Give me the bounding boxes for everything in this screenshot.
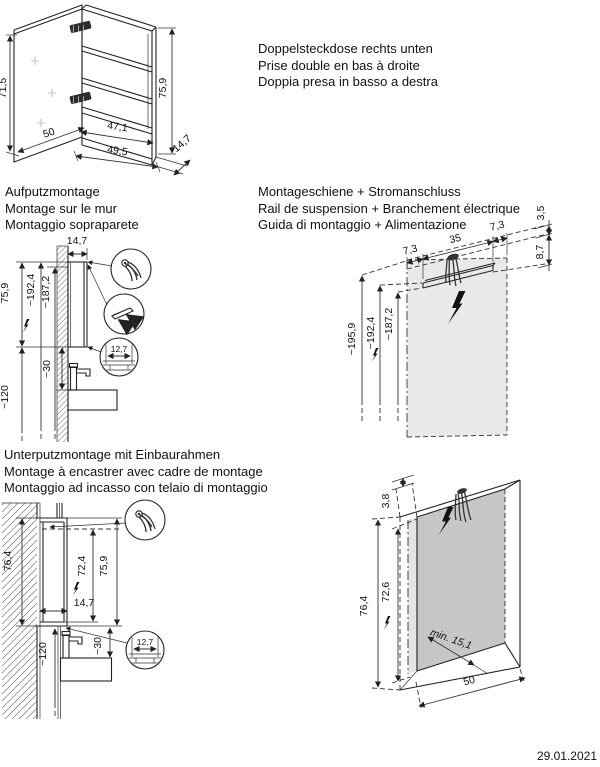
dim-bracket-width: 12,7 [111,344,128,354]
wall-section [56,245,69,442]
faucet-icon [68,362,91,391]
dim-gap-top: 3,5 [535,206,547,221]
dim-bracket-width: 12,7 [137,637,154,647]
title-flush-mount: Unterputzmontage mit Einbaurahmen Montag… [4,447,268,497]
dim-frame-depth: 3,8 [380,494,392,509]
title-rail-mount: Montageschiene + Stromanschluss Rail de … [258,184,520,234]
power-cable-icon [454,488,472,523]
dim-socket-height: ~192,4 [25,274,37,307]
title-line-de: Montageschiene + Stromanschluss [258,184,461,199]
dim-width: 50 [462,674,477,689]
detail-circle-bracket: 12,7 [125,630,165,670]
detail-circle-cable [110,248,152,290]
dim-bottom-height: ~120 [0,385,11,409]
mounting-rail-icon [111,307,145,336]
bracket-detail-icon: 12,7 [129,637,161,664]
height-dimensions: ~195,9 ~192,4 ~187,2 [346,260,423,423]
revision-date: 29.01.2021 [536,749,597,763]
dim-body-height: 75,9 [157,78,169,99]
projection-lines [406,225,546,273]
detail-callouts: 12,7 [49,499,166,670]
dim-wall-top-height: ~195,9 [346,323,358,356]
drawing-niche-isometric: 3,8 76,4 72,6 min. 15,1 50 [358,474,526,709]
depth-dimension: 14,7 [67,235,88,260]
dim-basin-gap: ~30 [41,360,53,378]
lightning-bolt-icon [448,291,466,324]
dim-inner-width: 47,1 [106,120,128,135]
washbasin [59,630,113,682]
cable-conduit [56,503,63,518]
cable-icon [121,259,142,282]
hinge-icon [69,20,92,104]
dim-body-width: 49,5 [106,144,128,159]
note-line-de: Doppelsteckdose rechts unten [258,41,433,56]
detail-circle-rail [103,293,145,336]
dim-depth: 14,7 [67,235,88,247]
dim-door-width: 50 [41,125,56,140]
dim-bottom-height: ~120 [37,642,49,666]
washbasin [67,362,118,411]
title-surface-mount: Aufputzmontage Montage sur le mur Montag… [5,184,139,234]
drawing-cabinet-isometric: 71,5 75,9 50 47,1 49,5 14,7 [0,4,194,176]
height-dimensions: 76,4 72,4 75,9 14,7 ~120 ~30 [2,517,122,719]
title-line-it: Montaggio ad incasso con telaio di monta… [4,480,268,495]
mirror-sparkle-icon [31,57,56,127]
title-line-it: Guida di montaggio + Alimentazione [258,217,467,232]
dim-depth: 14,7 [74,597,95,609]
dim-drop: 8,7 [534,245,546,260]
title-line-fr: Montage sur le mur [5,200,117,216]
dim-rail-bottom-height: ~187,2 [383,308,395,341]
title-line-fr: Montage à encastrer avec cadre de montag… [4,463,263,479]
drawing-rail-isometric: 7,3 35 7,3 3,5 8,7 ~195,9 ~192,4 ~18 [346,206,553,438]
dim-inner-height: 72,4 [76,556,88,577]
dim-niche-height: 76,4 [2,551,14,572]
bracket-detail-icon: 12,7 [103,344,135,371]
dim-depth: 14,7 [170,132,193,154]
shelves [81,45,153,160]
drawing-surface-mount-section: 14,7 75,9 ~192,4 ~187,2 ~120 ~30 [0,235,152,442]
cable-icon [135,510,156,533]
mounting-rail [422,262,496,289]
title-line-de: Aufputzmontage [5,184,100,199]
cabinet-side-profile [67,261,88,348]
power-cable-icon [445,253,462,287]
drawing-flush-mount-section: 76,4 72,4 75,9 14,7 ~120 ~30 [2,499,166,719]
dim-rail-top-height: ~192,4 [365,317,377,350]
detail-circle-cable [124,499,166,541]
dim-cabinet-height: 75,9 [98,556,110,577]
height-dimensions: 75,9 ~192,4 ~187,2 ~120 ~30 [0,261,68,442]
dim-inner-height: 72,6 [380,582,392,603]
title-line-de: Unterputzmontage mit Einbaurahmen [4,447,221,462]
rail-dimensions: 7,3 35 7,3 3,5 8,7 [402,206,553,279]
dim-cabinet-height: 75,9 [0,283,11,304]
detail-callouts: 12,7 [87,248,152,377]
dim-rail-length: 35 [448,232,462,247]
dim-offset-left: 7,3 [402,242,419,257]
dim-rail-height: ~187,2 [40,276,52,309]
lightning-bolt-icon [438,507,454,536]
note-line-it: Doppia presa in basso a destra [258,74,438,89]
note-socket-position: Doppelsteckdose rechts unten Prise doubl… [258,41,438,91]
dim-outer-height: 76,4 [358,596,370,617]
title-line-fr: Rail de suspension + Branchement électri… [258,200,520,216]
dim-door-height: 71,5 [0,78,9,99]
faucet-icon [61,630,83,659]
note-line-fr: Prise double en bas à droite [258,57,420,73]
wall-panel [406,257,508,438]
cabinet-body [69,4,157,166]
title-line-it: Montaggio sopraparete [5,217,139,232]
dim-offset-right: 7,3 [489,218,506,233]
detail-circle-bracket: 12,7 [99,337,139,377]
dim-basin-gap: ~30 [92,637,104,655]
